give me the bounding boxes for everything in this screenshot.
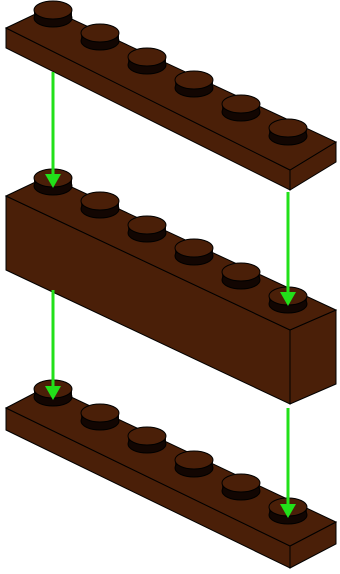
stud-top bbox=[221, 262, 261, 282]
assembly-arrow-4 bbox=[280, 408, 296, 518]
stud-top bbox=[127, 47, 167, 67]
stud bbox=[174, 70, 214, 98]
stud bbox=[221, 473, 261, 501]
stud bbox=[33, 0, 73, 28]
stud-top bbox=[221, 94, 261, 114]
stud-top bbox=[80, 403, 120, 423]
stud bbox=[268, 118, 308, 146]
assembly-arrow-2 bbox=[280, 192, 296, 306]
stud-top bbox=[174, 70, 214, 90]
stud-top bbox=[80, 23, 120, 43]
assembly-arrow-1 bbox=[45, 72, 61, 188]
arrow-head bbox=[280, 504, 296, 518]
pieces-group bbox=[4, 0, 338, 569]
stud bbox=[174, 450, 214, 478]
stud-top bbox=[127, 426, 167, 446]
stud-top bbox=[174, 450, 214, 470]
arrow-head bbox=[280, 292, 296, 306]
stud-top bbox=[221, 473, 261, 493]
arrow-head bbox=[45, 174, 61, 188]
stud bbox=[127, 215, 167, 243]
piece-brick-2 bbox=[4, 168, 338, 405]
arrow-head bbox=[45, 386, 61, 400]
stud-top bbox=[127, 215, 167, 235]
stud-top bbox=[268, 118, 308, 138]
stud bbox=[80, 403, 120, 431]
arrows-group bbox=[45, 72, 296, 518]
stud-top bbox=[33, 0, 73, 20]
stud-top bbox=[174, 238, 214, 258]
stud-top bbox=[80, 191, 120, 211]
stud bbox=[80, 191, 120, 219]
stud bbox=[221, 94, 261, 122]
stud bbox=[127, 47, 167, 75]
top-face bbox=[4, 7, 338, 171]
stud bbox=[80, 23, 120, 51]
stud bbox=[221, 262, 261, 290]
piece-plate-1 bbox=[4, 0, 338, 191]
stud bbox=[174, 238, 214, 266]
assembly-arrow-3 bbox=[45, 290, 61, 400]
stud bbox=[127, 426, 167, 454]
